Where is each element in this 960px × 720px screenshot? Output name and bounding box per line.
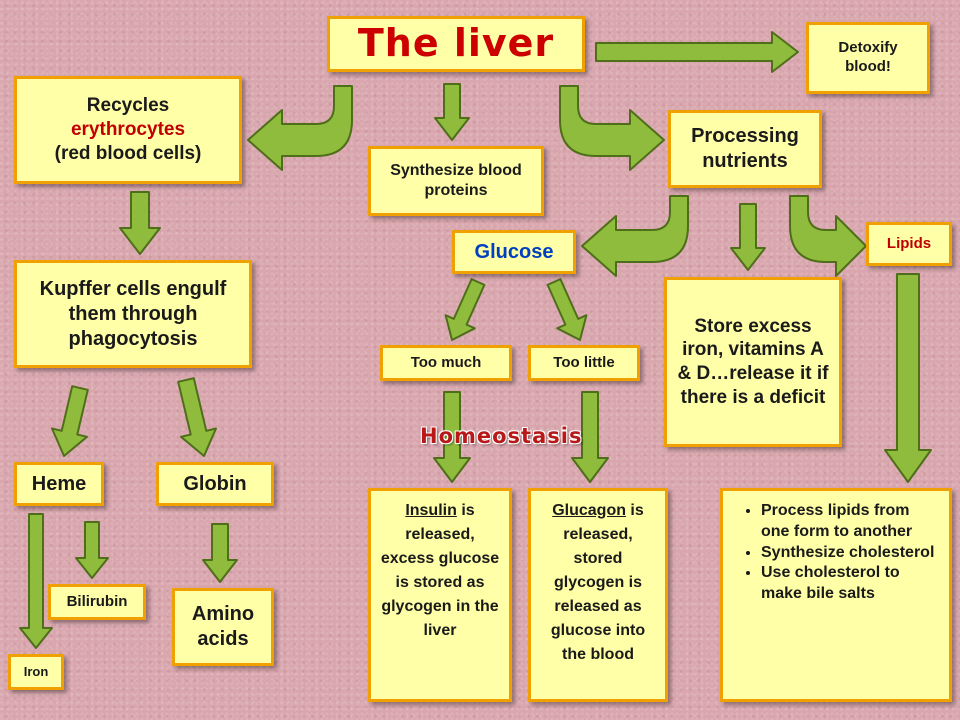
detoxify-box: Detoxify blood!: [806, 22, 930, 94]
arrow-kupffer-to-heme: [51, 385, 89, 457]
recycles-line3: (red blood cells): [54, 142, 202, 164]
arrow-liver-to-processing: [559, 85, 665, 171]
synthesize-proteins-box: Synthesize blood proteins: [368, 146, 544, 216]
insulin-box: Insulin is released, excess glucose is s…: [368, 488, 512, 702]
homeostasis-label: Homeostasis: [420, 424, 583, 448]
arrow-processing-to-glucose: [581, 195, 689, 277]
lipids-box: Lipids: [866, 222, 952, 266]
store-excess-box: Store excess iron, vitamins A & D…releas…: [664, 277, 842, 447]
arrow-liver-to-proteins: [434, 83, 470, 141]
glucose-box: Glucose: [452, 230, 576, 274]
lipid-functions-list: Process lipids from one form to another …: [723, 501, 941, 605]
bilirubin-box: Bilirubin: [48, 584, 146, 620]
arrow-toomuch-to-insulin: [433, 391, 471, 483]
iron-box: Iron: [8, 654, 64, 690]
arrow-glucose-to-toomuch: [444, 278, 486, 341]
lipid-function-item: Process lipids from one form to another: [761, 501, 941, 543]
insulin-word: Insulin: [405, 502, 457, 519]
arrow-heme-to-iron: [19, 513, 53, 649]
heme-box: Heme: [14, 462, 104, 506]
arrow-processing-to-lipids: [789, 195, 867, 277]
arrow-liver-to-detox: [595, 31, 799, 73]
arrow-globin-to-amino: [202, 523, 238, 583]
arrow-liver-to-recycles: [247, 85, 353, 171]
arrow-toolittle-to-glucagon: [571, 391, 609, 483]
too-much-box: Too much: [380, 345, 512, 381]
arrow-recycles-to-kupffer: [119, 191, 161, 255]
kupffer-box: Kupffer cells engulf them through phagoc…: [14, 260, 252, 368]
too-little-box: Too little: [528, 345, 640, 381]
insulin-text: is released, excess glucose is stored as…: [380, 502, 500, 639]
lipid-function-item: Use cholesterol to make bile salts: [761, 563, 941, 605]
recycles-box: Recycles erythrocytes (red blood cells): [14, 76, 242, 184]
arrow-lipids-to-list: [884, 273, 932, 483]
globin-box: Globin: [156, 462, 274, 506]
lipid-functions-box: Process lipids from one form to another …: [720, 488, 952, 702]
lipid-function-item: Synthesize cholesterol: [761, 543, 941, 564]
glucagon-box: Glucagon is released, stored glycogen is…: [528, 488, 668, 702]
arrow-kupffer-to-globin: [177, 377, 217, 457]
amino-acids-box: Amino acids: [172, 588, 274, 666]
arrow-glucose-to-toolittle: [546, 278, 588, 341]
glucagon-word: Glucagon: [552, 502, 626, 519]
recycles-line1: Recycles: [86, 95, 170, 117]
glucagon-text: is released, stored glycogen is released…: [550, 502, 646, 663]
processing-nutrients-box: Processing nutrients: [668, 110, 822, 188]
arrow-processing-to-store: [730, 203, 766, 271]
liver-title: The liver: [327, 16, 585, 72]
recycles-line2: erythrocytes: [70, 119, 186, 141]
arrow-heme-to-bilirubin: [75, 521, 109, 579]
